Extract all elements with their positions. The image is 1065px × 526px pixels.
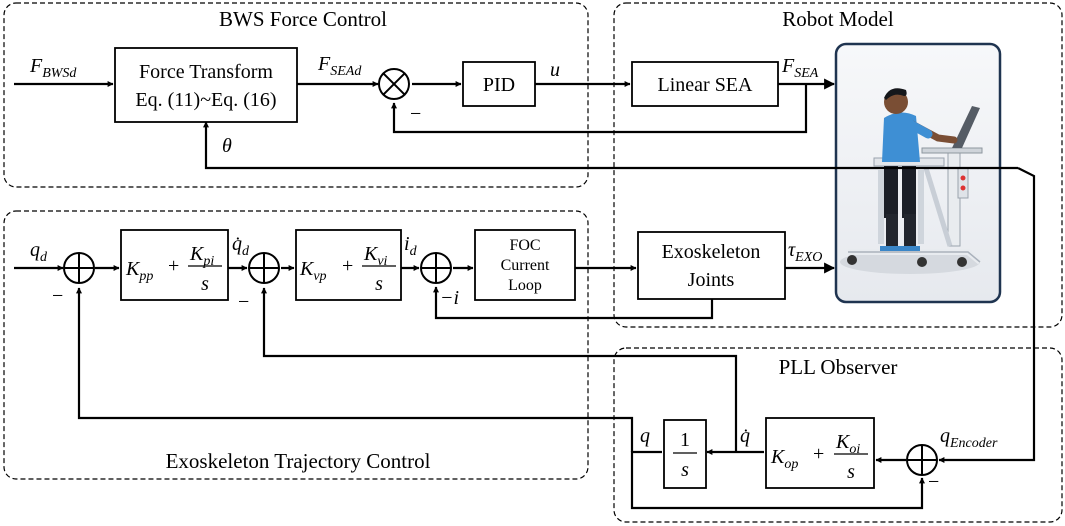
pid-label: PID <box>483 74 515 96</box>
sum-junction-force <box>378 68 410 100</box>
label-minus-velocity: − <box>238 291 249 313</box>
label-i-d: id <box>404 233 418 259</box>
integrator-block: 1 s <box>663 419 707 489</box>
label-minus-position: − <box>52 285 63 307</box>
label-f-sea: FSEA <box>781 55 819 81</box>
label-q: q <box>640 425 650 447</box>
linear-sea-block: Linear SEA <box>631 61 779 107</box>
sum-junction-pll <box>906 444 938 476</box>
svg-text:Kop: Kop <box>770 446 798 472</box>
signal-wires <box>14 78 1036 510</box>
bws-group-title: BWS Force Control <box>219 7 387 31</box>
label-u: u <box>550 59 560 81</box>
label-tau-exo: τEXO <box>788 239 822 265</box>
label-minus-pll: − <box>928 471 939 493</box>
svg-text:Exoskeleton: Exoskeleton <box>662 241 761 263</box>
label-qdot-d: q̇d <box>232 233 250 259</box>
exoskeleton-joints-block: Exoskeleton Joints <box>637 231 786 300</box>
force-transform-line1: Force Transform <box>139 61 273 83</box>
svg-text:Kvp: Kvp <box>299 258 327 284</box>
svg-text:Kpi: Kpi <box>189 243 214 269</box>
kpp-controller-block: Kpp + Kpi s <box>120 229 229 301</box>
label-theta: θ <box>222 135 232 157</box>
label-q-encoder: qEncoder <box>940 425 998 451</box>
group-robot-model <box>613 2 1063 328</box>
svg-text:+: + <box>813 443 824 465</box>
robot-image <box>834 42 1002 304</box>
group-trajectory-control <box>3 210 589 480</box>
svg-text:Loop: Loop <box>508 277 542 294</box>
linear-sea-label: Linear SEA <box>658 74 754 96</box>
pid-block: PID <box>462 61 536 107</box>
label-minus-force: − <box>410 103 421 125</box>
sum-junction-position <box>63 252 95 284</box>
pll-group-title: PLL Observer <box>779 355 898 379</box>
svg-text:s: s <box>681 459 689 481</box>
svg-text:s: s <box>847 461 855 483</box>
force-transform-line2: Eq. (11)~Eq. (16) <box>135 89 276 111</box>
svg-text:+: + <box>342 255 353 277</box>
group-bws-force-control <box>3 2 589 188</box>
svg-text:Kpp: Kpp <box>125 258 153 284</box>
svg-text:Current: Current <box>501 257 550 274</box>
svg-text:Koi: Koi <box>835 431 860 457</box>
kvp-controller-block: Kvp + Kvi s <box>295 229 402 301</box>
foc-current-loop-block: FOC Current Loop <box>474 229 576 301</box>
svg-text:Joints: Joints <box>688 269 735 291</box>
label-qdot: q̇ <box>740 425 750 447</box>
force-transform-block: Force Transform Eq. (11)~Eq. (16) <box>114 47 298 123</box>
svg-text:s: s <box>375 273 383 295</box>
sum-junction-current <box>420 252 452 284</box>
label-f-bwsd: FBWSd <box>29 55 77 81</box>
svg-text:Kvi: Kvi <box>363 243 388 269</box>
svg-text:+: + <box>168 255 179 277</box>
robot-group-title: Robot Model <box>782 7 894 31</box>
sum-junction-velocity <box>248 252 280 284</box>
label-minus-i: −i <box>440 287 459 309</box>
kop-observer-block: Kop + Koi s <box>765 417 875 489</box>
svg-text:1: 1 <box>680 429 690 451</box>
group-pll-observer <box>613 347 1063 523</box>
trajectory-group-title: Exoskeleton Trajectory Control <box>166 449 431 473</box>
label-q-d: qd <box>30 239 48 265</box>
label-f-sead: FSEAd <box>317 53 362 79</box>
svg-text:FOC: FOC <box>509 237 540 254</box>
svg-text:s: s <box>201 273 209 295</box>
